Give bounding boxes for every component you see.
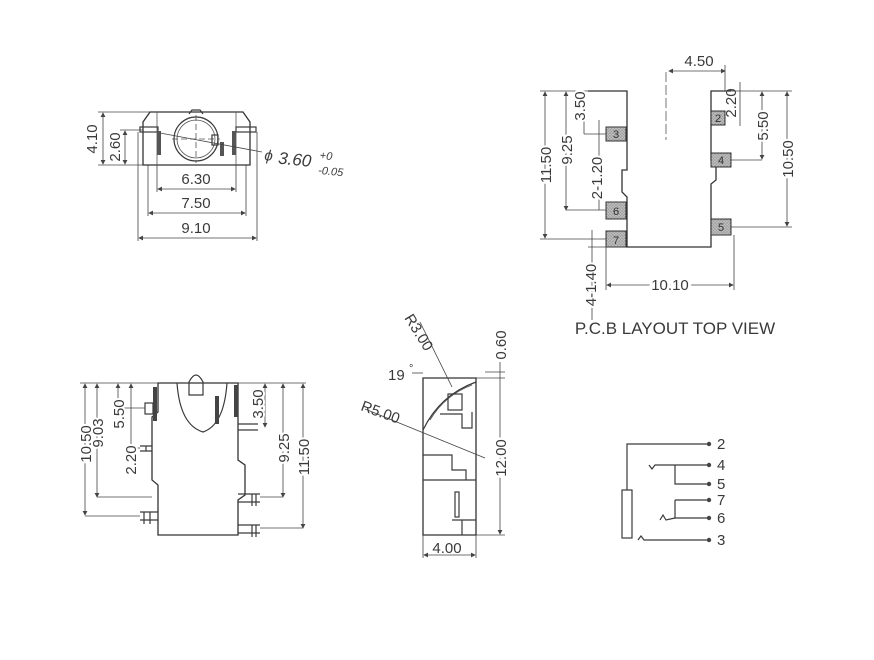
dim-front-height-center: 2.60 (107, 132, 124, 161)
schematic-pin-2: 2 (717, 436, 725, 453)
dim-pcb-right-5-50: 5.50 (755, 111, 772, 140)
pcb-layout-title: P.C.B LAYOUT TOP VIEW (575, 319, 775, 338)
schematic-pin-7: 7 (717, 492, 725, 509)
dim-pcb-left-3-50: 3.50 (572, 91, 589, 120)
svg-text:6: 6 (613, 206, 619, 218)
front-view: 4.10 2.60 6.30 7.50 9.10 ϕ 3.60 +0 -0.05 (84, 109, 345, 241)
dim-pcb-top-gap: 4.50 (684, 53, 713, 70)
dim-hole-diameter: 3.60 (277, 149, 312, 171)
dim-front-width-inner: 6.30 (181, 171, 210, 188)
pad-6 (605, 201, 627, 220)
svg-text:4: 4 (718, 155, 724, 167)
svg-text:2: 2 (715, 113, 721, 125)
dim-side-width: 4.00 (432, 540, 461, 557)
dim-pcb-right-2-20: 2.20 (723, 88, 740, 117)
pcb-layout-view: 3 6 7 2 4 5 4.50 2.20 5.50 10.50 11.50 9… (536, 53, 799, 338)
schematic-pin-6: 6 (717, 510, 725, 527)
svg-text:7: 7 (613, 235, 619, 247)
dim-side-height: 12.00 (493, 439, 510, 477)
side-view: 0.60 12.00 4.00 R3.00 19 ° R5.00 (359, 311, 513, 558)
dim-side-top-offset: 0.60 (493, 330, 510, 359)
dim-side-radius-5: R5.00 (359, 398, 402, 428)
bottom-view: 10.50 9.03 5.50 2.20 3.50 9.25 11.50 (76, 374, 315, 537)
dim-front-width-mid: 7.50 (181, 195, 210, 212)
dim-hole-tol-upper: +0 (319, 150, 334, 163)
schematic-pin-5: 5 (717, 476, 725, 493)
dim-pcb-left-9-25: 9.25 (559, 135, 576, 164)
dim-pcb-right-10-50: 10.50 (780, 140, 797, 178)
pad-2 (710, 110, 726, 126)
dim-front-width-total: 9.10 (181, 220, 210, 237)
pin-schematic: 2 4 5 7 6 3 (621, 436, 725, 549)
dim-pcb-left-11-50: 11.50 (538, 147, 555, 183)
dim-bottom-right-9-25: 9.25 (276, 433, 293, 462)
dim-side-radius-3: R3.00 (401, 311, 437, 354)
pcb-outline (588, 90, 731, 248)
dim-bottom-left-5-50: 5.50 (111, 399, 128, 428)
schematic-pin-4: 4 (717, 457, 725, 474)
schematic-sleeve (621, 489, 633, 539)
dim-bottom-right-11-50: 11.50 (296, 439, 313, 475)
dim-bottom-left-9-03: 9.03 (90, 418, 107, 447)
dim-hole-tol-lower: -0.05 (318, 165, 345, 180)
dim-bottom-left-10-50: 10.50 (78, 425, 95, 463)
phi-symbol: ϕ (264, 147, 274, 165)
degree-symbol: ° (409, 363, 413, 375)
dim-pcb-bottom-width: 10.10 (651, 277, 689, 294)
dim-front-height-total: 4.10 (84, 124, 101, 153)
dim-pcb-left-2-1-20: 2-1.20 (589, 157, 606, 200)
bottom-body-outline (151, 382, 246, 536)
svg-text:5: 5 (718, 222, 724, 234)
schematic-pin-3: 3 (717, 532, 725, 549)
svg-text:3: 3 (613, 129, 619, 141)
side-body-outline (422, 377, 477, 536)
dim-bottom-right-3-50: 3.50 (250, 389, 267, 418)
dim-bottom-left-2-20: 2.20 (123, 445, 140, 474)
dim-side-angle: 19 (388, 367, 405, 384)
bottom-plug-tab (188, 374, 204, 396)
dim-pcb-bottom-4-1-40: 4-1.40 (583, 264, 600, 307)
